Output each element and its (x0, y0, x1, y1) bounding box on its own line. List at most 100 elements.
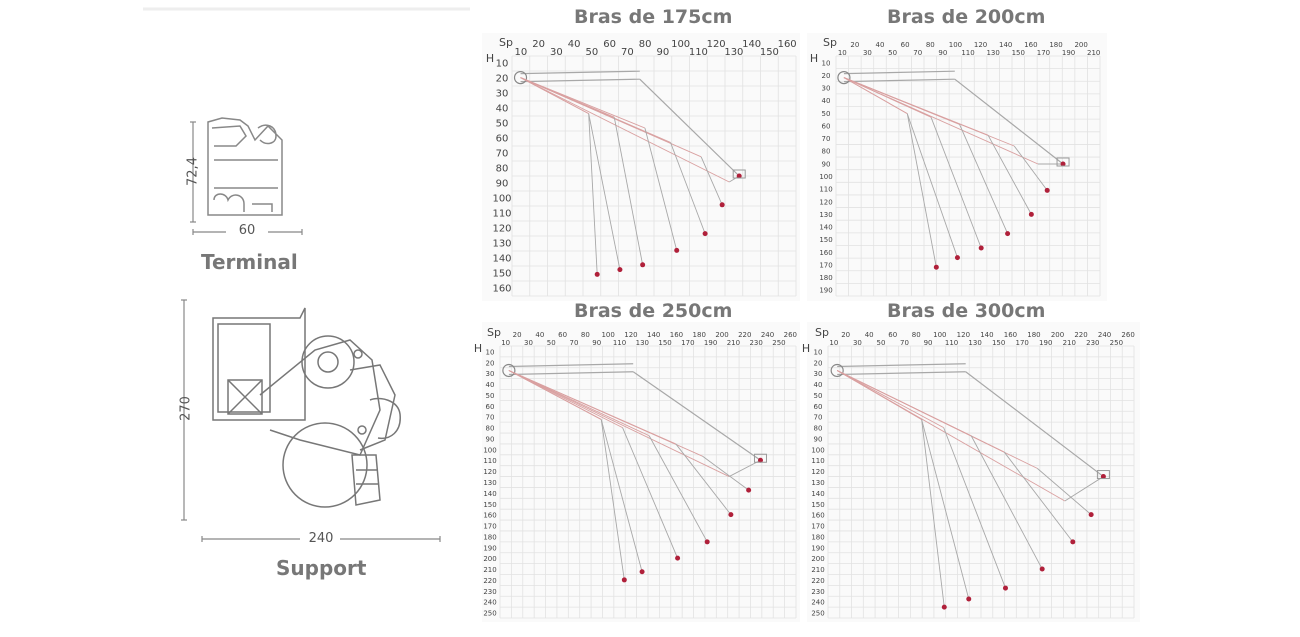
h-tick: 70 (814, 414, 823, 422)
sp-tick-top: 40 (535, 331, 544, 339)
sp-tick-top: 260 (784, 331, 797, 339)
arm-ray (508, 370, 650, 437)
arm-end-point (1100, 474, 1106, 480)
arm-end-point (640, 262, 646, 268)
arm-ray (508, 370, 677, 445)
h-tick: 100 (492, 194, 511, 205)
arm-extended-line (954, 78, 1064, 165)
h-tick: 250 (483, 610, 496, 618)
h-tick: 230 (483, 588, 496, 596)
sp-tick-top: 40 (876, 41, 885, 49)
sp-tick-top: 60 (603, 39, 616, 50)
arm-ray (843, 77, 932, 118)
arm-ray (843, 77, 908, 114)
h-tick: 170 (483, 523, 496, 531)
sp-tick-bottom: 10 (501, 339, 510, 347)
h-tick: 50 (496, 119, 509, 130)
sp-tick-bottom: 110 (689, 47, 708, 58)
h-tick: 220 (483, 577, 496, 585)
h-tick: 70 (496, 149, 509, 160)
sp-tick-top: 180 (1027, 331, 1040, 339)
arm-end-point (1088, 512, 1094, 518)
axis-label-h: H (802, 342, 810, 355)
arm-segment (675, 443, 732, 515)
sp-tick-bottom: 170 (1016, 339, 1029, 347)
arm-end-bracket (1056, 157, 1070, 167)
terminal-dims (190, 121, 303, 235)
h-tick: 240 (811, 599, 824, 607)
arm-end-point (674, 247, 680, 253)
arm-ray (836, 370, 944, 428)
h-tick: 130 (483, 479, 496, 487)
h-tick: 90 (486, 435, 495, 443)
arm-top-line (508, 363, 634, 368)
h-tick: 100 (819, 173, 832, 181)
sp-tick-top: 140 (647, 331, 660, 339)
sp-tick-bottom: 50 (586, 47, 599, 58)
arm-segment (921, 419, 970, 600)
sp-tick-bottom: 190 (1039, 339, 1052, 347)
arm-top-line (520, 70, 640, 75)
arm-segment (622, 427, 679, 559)
arm-segment (700, 156, 723, 205)
arm-segment (702, 455, 749, 491)
sp-tick-top: 20 (841, 331, 850, 339)
h-tick: 50 (814, 392, 823, 400)
arm-end-point (978, 245, 984, 251)
axis-label-sp: Sp (499, 36, 513, 49)
sp-tick-bottom: 130 (968, 339, 981, 347)
sp-tick-bottom: 170 (681, 339, 694, 347)
h-tick: 220 (811, 577, 824, 585)
support-width-dim: 240 (308, 531, 334, 546)
sp-tick-top: 100 (671, 39, 690, 50)
sp-tick-bottom: 150 (658, 339, 671, 347)
h-tick: 180 (483, 533, 496, 541)
h-tick: 140 (492, 254, 511, 265)
arm-end-point (594, 271, 600, 277)
arm-end-bracket (1096, 470, 1110, 480)
arm-end-point (746, 487, 752, 493)
arm-segment (1003, 451, 1074, 543)
h-tick: 30 (496, 89, 509, 100)
axis-label-h: H (810, 52, 818, 65)
arm-segment (921, 419, 945, 608)
sp-tick-bottom: 90 (657, 47, 670, 58)
arm-segment (1013, 145, 1048, 191)
h-tick: 40 (486, 381, 495, 389)
arm-end-bracket (732, 169, 746, 179)
sp-tick-bottom: 70 (621, 47, 634, 58)
sp-tick-top: 120 (957, 331, 970, 339)
arm-segment (600, 419, 625, 580)
arm-end-point (702, 231, 708, 237)
sp-tick-top: 120 (974, 41, 987, 49)
h-tick: 20 (486, 359, 495, 367)
axis-label-h: H (486, 52, 494, 65)
h-tick: 20 (496, 74, 509, 85)
h-tick: 210 (483, 566, 496, 574)
h-tick: 200 (483, 555, 496, 563)
sp-tick-bottom: 30 (853, 339, 862, 347)
arm-segment (644, 127, 678, 251)
h-tick: 110 (483, 457, 496, 465)
arm-bottom-line (520, 78, 640, 83)
sp-tick-bottom: 150 (992, 339, 1005, 347)
sp-tick-bottom: 10 (838, 49, 847, 57)
h-tick: 110 (811, 457, 824, 465)
terminal-profile (207, 117, 283, 216)
h-tick: 140 (811, 490, 824, 498)
sp-tick-bottom: 10 (829, 339, 838, 347)
h-tick: 10 (486, 348, 495, 356)
axis-label-h: H (474, 342, 482, 355)
sp-tick-bottom: 130 (986, 49, 999, 57)
arm-segment (906, 113, 958, 258)
h-tick: 110 (492, 209, 511, 220)
h-tick: 40 (496, 104, 509, 115)
arm-extended-line (632, 371, 761, 461)
terminal-width-dim: 60 (238, 223, 256, 238)
arm-ray (520, 77, 730, 183)
arm-bottom-line (837, 371, 966, 376)
arm-segment (588, 113, 621, 270)
sp-tick-bottom: 30 (863, 49, 872, 57)
sp-tick-top: 80 (581, 331, 590, 339)
sp-tick-top: 60 (901, 41, 910, 49)
